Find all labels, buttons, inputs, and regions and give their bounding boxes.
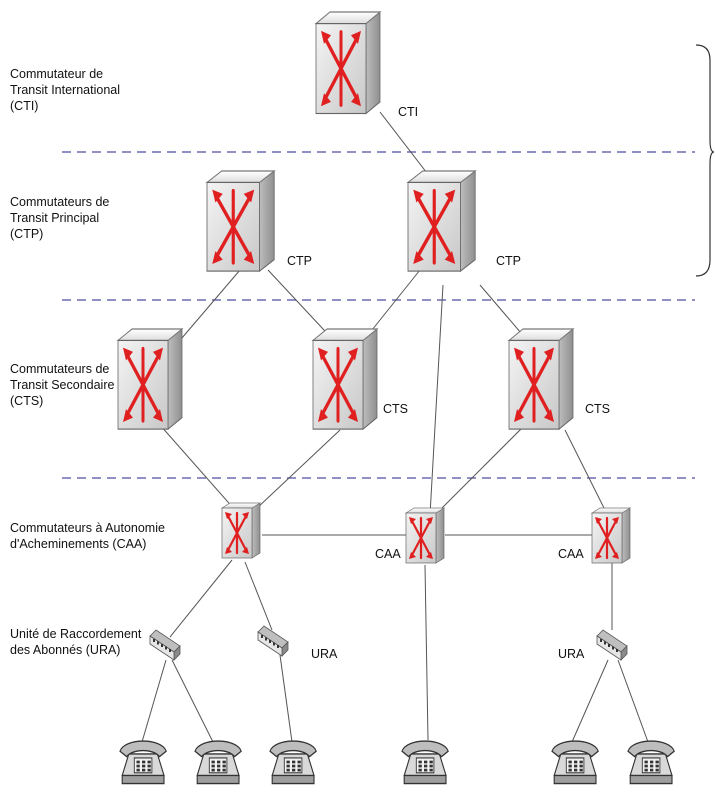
level-label-ura-line1: Unité de Raccordement <box>10 627 142 641</box>
node-label-ctp1: CTP <box>287 254 312 268</box>
link-ctp2-caa2 <box>429 284 444 516</box>
node-labels: CTI CTP CTP CTS CTS CAA CAA URA URA <box>287 105 610 661</box>
phone-1-telephone-icon <box>119 740 167 785</box>
level-label-caa-line2: d'Acheminements (CAA) <box>10 537 147 551</box>
link-cts3-caa3 <box>564 429 606 511</box>
level-label-cti-line3: (CTI) <box>10 99 39 113</box>
level-label-cts-line1: Commutateurs de <box>10 362 110 376</box>
phone-5-telephone-icon <box>551 740 599 785</box>
ura3-hub-icon <box>596 629 628 661</box>
phone-2-telephone-icon <box>194 740 242 785</box>
cts3-switch-icon <box>509 329 573 429</box>
ctp2-switch-icon <box>408 171 475 271</box>
level-label-ctp-line1: Commutateurs de <box>10 195 110 209</box>
link-cts1-caa1 <box>159 424 236 511</box>
level-label-caa-line1: Commutateurs à Autonomie <box>10 521 165 535</box>
links <box>141 111 649 743</box>
node-label-ura3: URA <box>558 647 585 661</box>
level-label-cts-line2: Transit Secondaire <box>10 378 115 392</box>
level-label-cts: Commutateurs de Transit Secondaire (CTS) <box>10 361 114 409</box>
node-label-cti: CTI <box>398 105 418 119</box>
level-label-cti-line2: Transit International <box>10 83 121 97</box>
node-label-ura2: URA <box>311 647 338 661</box>
cts2-switch-icon <box>313 329 377 429</box>
cti-switch-icon <box>316 12 380 114</box>
link-caa1-ura1 <box>169 559 233 638</box>
ctp1-switch-icon <box>207 171 274 271</box>
node-label-cts2: CTS <box>383 402 408 416</box>
ura1-hub-icon <box>149 629 181 661</box>
caa2-switch-icon <box>404 506 446 565</box>
phone-6-telephone-icon <box>627 740 675 785</box>
link-caa1-ura2 <box>244 561 273 631</box>
link-caa2-phone4 <box>424 564 429 741</box>
level-label-cti-line1: Commutateur de <box>10 67 104 81</box>
link-ctp2-cts3 <box>479 284 528 341</box>
level-label-cti: Commutateur de Transit International (CT… <box>10 66 120 114</box>
link-ura2-phone3 <box>279 654 293 743</box>
level-label-ctp-line3: (CTP) <box>10 227 44 241</box>
level-label-ctp: Commutateurs de Transit Principal (CTP) <box>10 194 109 242</box>
node-label-cts3: CTS <box>585 402 610 416</box>
node-label-ctp2: CTP <box>496 254 521 268</box>
caa1-switch-icon <box>220 501 262 560</box>
level-label-ctp-line2: Transit Principal <box>10 211 100 225</box>
node-label-caa3: CAA <box>558 547 584 561</box>
caa3-switch-icon <box>590 506 632 565</box>
level-label-caa: Commutateurs à Autonomie d'Acheminements… <box>10 520 165 552</box>
link-ura1-phone2 <box>171 659 214 743</box>
ura2-hub-icon <box>257 625 289 657</box>
level-label-ura: Unité de Raccordement des Abonnés (URA) <box>10 626 141 658</box>
link-ura3-phone6 <box>617 659 649 743</box>
phone-4-telephone-icon <box>401 740 449 785</box>
phone-3-telephone-icon <box>269 740 317 785</box>
right-bracket <box>695 44 715 277</box>
level-label-cts-line3: (CTS) <box>10 394 44 408</box>
link-ura1-phone1 <box>141 659 167 743</box>
level-label-ura-line2: des Abonnés (URA) <box>10 643 121 657</box>
link-cts2-caa1 <box>254 429 341 511</box>
cts1-switch-icon <box>118 329 182 429</box>
link-cts3-caa2 <box>434 424 526 516</box>
link-ura3-phone5 <box>571 659 609 743</box>
node-label-caa2: CAA <box>375 547 401 561</box>
